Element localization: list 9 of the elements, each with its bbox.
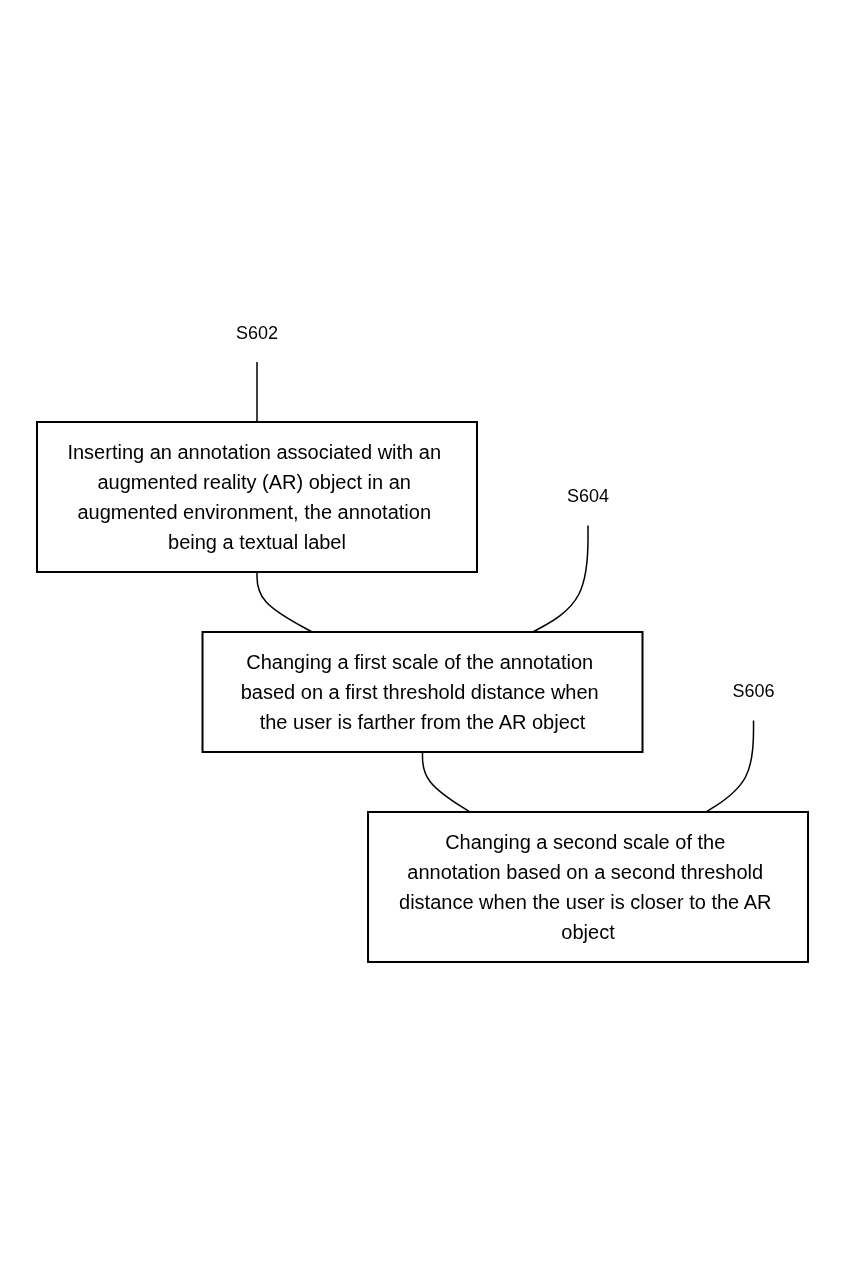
connector	[532, 524, 590, 633]
connector	[705, 719, 755, 813]
node-box: Changing a second scale of the annotation based on a second threshold distance when the user is closer to the AR object	[367, 810, 810, 963]
node-text: S602	[236, 322, 279, 343]
node-text: S606	[732, 680, 776, 701]
node-box: Inserting an annotation associated with an augmented reality (AR) object in an augmented environment, the annotation being a textual label	[36, 420, 479, 573]
connector	[256, 360, 259, 423]
node-text: S604	[567, 486, 610, 506]
node-box: Changing a first scale of the annotation based on a first threshold distance when the user is farther from the AR object	[202, 630, 644, 753]
